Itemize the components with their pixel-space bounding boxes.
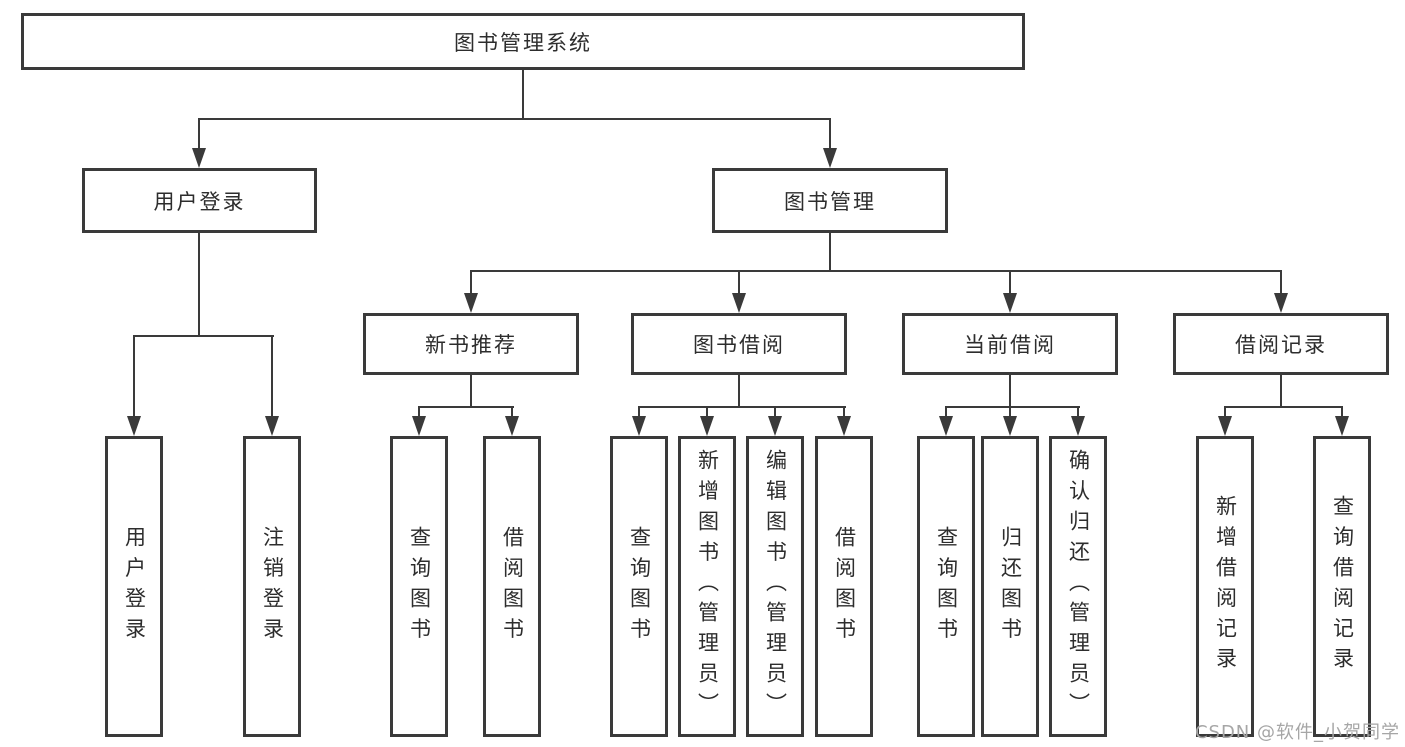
leaf-label: 用户登录: [122, 525, 147, 648]
connector-line: [829, 233, 831, 272]
connector-line: [418, 406, 514, 408]
connector-line: [133, 335, 135, 418]
connector-line: [1224, 406, 1226, 418]
leaf-edit-books-admin: 编辑图书（管理员）: [746, 436, 804, 737]
connector-line: [738, 270, 740, 295]
node-label: 用户登录: [153, 189, 246, 214]
leaf-label: 查询图书: [407, 525, 432, 648]
connector-line: [706, 406, 708, 418]
connector-line: [1009, 270, 1011, 295]
arrowhead-down-icon: [127, 416, 141, 436]
connector-line: [271, 335, 273, 418]
arrowhead-down-icon: [412, 416, 426, 436]
leaf-label: 编辑图书（管理员）: [763, 449, 788, 724]
connector-line: [1009, 375, 1011, 408]
node-label: 图书借阅: [693, 333, 785, 357]
connector-line: [843, 406, 845, 418]
leaf-query-books-recommend: 查询图书: [390, 436, 448, 737]
node-new-book-recommendation: 新书推荐: [363, 313, 579, 375]
arrowhead-down-icon: [1274, 293, 1288, 313]
arrowhead-down-icon: [505, 416, 519, 436]
node-library-management-system: 图书管理系统: [21, 13, 1025, 70]
connector-line: [638, 406, 640, 418]
arrowhead-down-icon: [192, 148, 206, 168]
connector-line: [418, 406, 420, 418]
connector-line: [133, 335, 274, 337]
leaf-borrow-books: 借阅图书: [815, 436, 873, 737]
leaf-confirm-return-admin: 确认归还（管理员）: [1049, 436, 1107, 737]
connector-line: [511, 406, 513, 418]
node-current-borrowing: 当前借阅: [902, 313, 1118, 375]
leaf-query-borrow-record: 查询借阅记录: [1313, 436, 1371, 737]
leaf-label: 归还图书: [998, 525, 1023, 648]
connector-line: [470, 375, 472, 408]
node-user-login: 用户登录: [82, 168, 317, 233]
leaf-label: 查询图书: [934, 525, 959, 648]
connector-line: [470, 270, 1282, 272]
node-label: 当前借阅: [964, 333, 1056, 357]
arrowhead-down-icon: [939, 416, 953, 436]
connector-line: [1280, 270, 1282, 295]
connector-line: [470, 270, 472, 295]
arrowhead-down-icon: [1003, 416, 1017, 436]
arrowhead-down-icon: [632, 416, 646, 436]
connector-line: [1077, 406, 1079, 418]
connector-line: [829, 118, 831, 150]
node-book-management: 图书管理: [712, 168, 948, 233]
connector-line: [945, 406, 1080, 408]
leaf-label: 借阅图书: [832, 525, 857, 648]
node-label: 图书管理系统: [454, 30, 592, 55]
node-label: 借阅记录: [1235, 333, 1327, 357]
connector-line: [774, 406, 776, 418]
connector-line: [1341, 406, 1343, 418]
connector-line: [198, 118, 200, 150]
leaf-logout: 注销登录: [243, 436, 301, 737]
arrowhead-down-icon: [464, 293, 478, 313]
leaf-label: 注销登录: [260, 525, 285, 648]
arrowhead-down-icon: [1071, 416, 1085, 436]
connector-line: [1280, 375, 1282, 408]
arrowhead-down-icon: [768, 416, 782, 436]
arrowhead-down-icon: [1335, 416, 1349, 436]
node-label: 新书推荐: [425, 333, 517, 357]
arrowhead-down-icon: [265, 416, 279, 436]
leaf-add-borrow-record: 新增借阅记录: [1196, 436, 1254, 737]
csdn-watermark: CSDN @软件_小贺同学: [1194, 722, 1400, 743]
connector-line: [945, 406, 947, 418]
connector-line: [522, 70, 524, 120]
leaf-return-books: 归还图书: [981, 436, 1039, 737]
arrowhead-down-icon: [823, 148, 837, 168]
arrowhead-down-icon: [1218, 416, 1232, 436]
node-label: 图书管理: [784, 189, 876, 214]
arrowhead-down-icon: [700, 416, 714, 436]
leaf-user-login: 用户登录: [105, 436, 163, 737]
leaf-label: 查询图书: [627, 525, 652, 648]
node-borrowing-records: 借阅记录: [1173, 313, 1389, 375]
connector-line: [1224, 406, 1343, 408]
leaf-label: 确认归还（管理员）: [1066, 449, 1091, 724]
connector-line: [1009, 406, 1011, 418]
leaf-query-books-borrowing: 查询图书: [610, 436, 668, 737]
leaf-label: 新增图书（管理员）: [695, 449, 720, 724]
connector-line: [198, 118, 831, 120]
leaf-query-books-current: 查询图书: [917, 436, 975, 737]
connector-line: [638, 406, 846, 408]
leaf-label: 借阅图书: [500, 525, 525, 648]
arrowhead-down-icon: [1003, 293, 1017, 313]
connector-line: [738, 375, 740, 408]
connector-line: [198, 233, 200, 337]
leaf-add-books-admin: 新增图书（管理员）: [678, 436, 736, 737]
arrowhead-down-icon: [837, 416, 851, 436]
leaf-label: 新增借阅记录: [1213, 495, 1238, 678]
leaf-borrow-books-recommend: 借阅图书: [483, 436, 541, 737]
arrowhead-down-icon: [732, 293, 746, 313]
node-book-borrowing: 图书借阅: [631, 313, 847, 375]
leaf-label: 查询借阅记录: [1330, 495, 1355, 678]
